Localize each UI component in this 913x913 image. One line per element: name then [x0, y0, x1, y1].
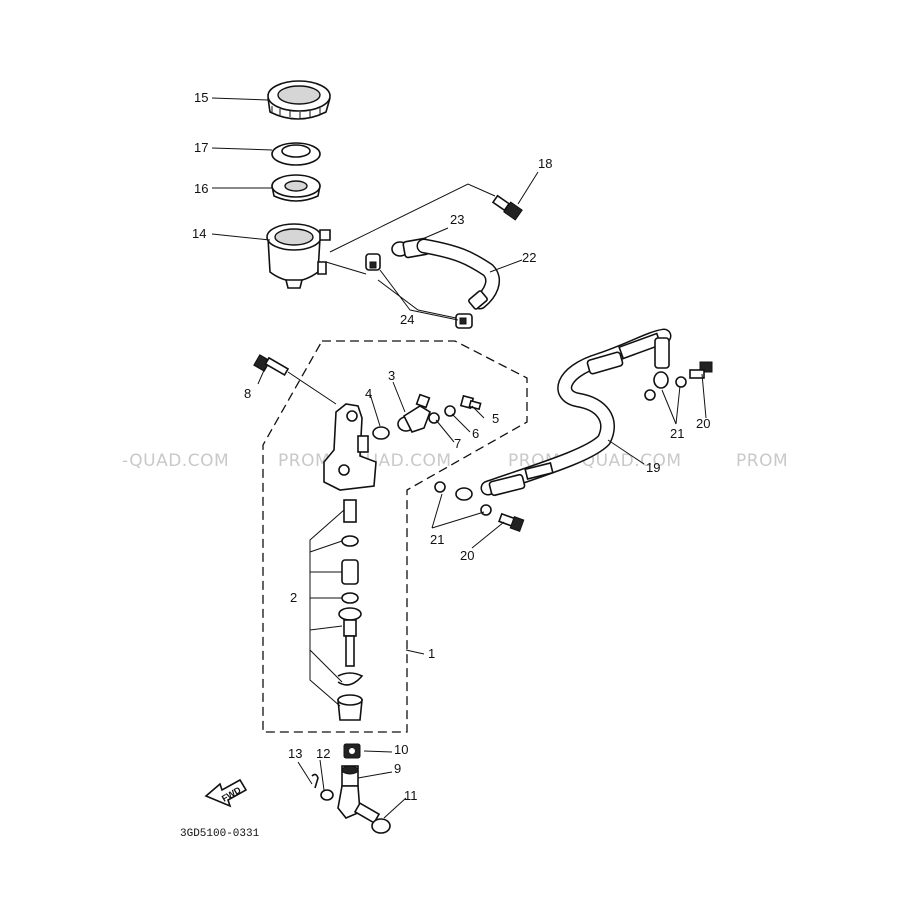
part-21-washer-upper-a[interactable]	[644, 389, 656, 401]
callout-16: 16	[194, 181, 208, 196]
part-21-washer-lower-a[interactable]	[434, 481, 446, 493]
callout-7: 7	[454, 436, 461, 451]
part-24-hose-clip-upper[interactable]	[365, 253, 381, 271]
part-12-washer[interactable]	[320, 789, 334, 801]
assembly-boundary	[262, 340, 528, 733]
callout-5: 5	[492, 411, 499, 426]
callout-20-upper: 20	[696, 416, 710, 431]
callout-12: 12	[316, 746, 330, 761]
part-13-cotter-pin[interactable]	[311, 773, 319, 789]
callout-3: 3	[388, 368, 395, 383]
callout-19: 19	[646, 460, 660, 475]
part-6-washer[interactable]	[444, 405, 456, 417]
part-2-leader-fan	[309, 509, 345, 707]
callout-13: 13	[288, 746, 302, 761]
part-15-reservoir-cap[interactable]	[267, 80, 331, 120]
part-17-diaphragm-plate[interactable]	[271, 142, 321, 166]
part-8-bolt[interactable]	[253, 354, 290, 377]
fwd-arrow-icon: FWD	[204, 778, 248, 808]
callout-6: 6	[472, 426, 479, 441]
part-16-diaphragm[interactable]	[271, 174, 321, 202]
part-21-washer-lower-b[interactable]	[480, 504, 492, 516]
callout-21-upper: 21	[670, 426, 684, 441]
callout-11: 11	[404, 788, 418, 803]
callout-1: 1	[428, 646, 435, 661]
callout-4: 4	[365, 386, 372, 401]
callout-10: 10	[394, 742, 408, 757]
part-3-hose-joint[interactable]	[397, 393, 431, 433]
reservoir-routing-line	[325, 183, 496, 319]
part-21-washer-upper-b[interactable]	[675, 376, 687, 388]
part-11-clevis-pin[interactable]	[353, 802, 391, 834]
part-20-union-bolt-lower[interactable]	[498, 512, 525, 532]
part-14-reservoir[interactable]	[266, 223, 331, 289]
drawing-code: 3GD5100-0331	[180, 828, 260, 840]
part-4-o-ring[interactable]	[372, 426, 390, 440]
callout-leaders	[211, 97, 707, 819]
callout-21-lower: 21	[430, 532, 444, 547]
part-9-clevis[interactable]	[337, 765, 361, 819]
part-18-bolt[interactable]	[491, 194, 523, 221]
part-10-nut[interactable]	[343, 743, 361, 759]
callout-17: 17	[194, 140, 208, 155]
callout-24: 24	[400, 312, 414, 327]
callout-23: 23	[450, 212, 464, 227]
watermark-4: PROM	[736, 451, 788, 471]
callout-14: 14	[192, 226, 206, 241]
callout-2: 2	[290, 590, 297, 605]
callout-22: 22	[522, 250, 536, 265]
master-cylinder-body[interactable]	[323, 403, 377, 491]
part-22-reservoir-hose[interactable]	[416, 238, 500, 310]
part-24-hose-clip-lower[interactable]	[455, 313, 473, 329]
callout-15: 15	[194, 90, 208, 105]
callout-8: 8	[244, 386, 251, 401]
watermark-1: -QUAD.COM	[122, 451, 229, 471]
callout-9: 9	[394, 761, 401, 776]
part-20-union-bolt-upper[interactable]	[689, 361, 713, 379]
part-5-screw[interactable]	[459, 394, 482, 411]
callout-18: 18	[538, 156, 552, 171]
part-19-brake-hose[interactable]	[455, 328, 672, 501]
part-2-piston-kit[interactable]	[337, 499, 364, 721]
callout-20-lower: 20	[460, 548, 474, 563]
